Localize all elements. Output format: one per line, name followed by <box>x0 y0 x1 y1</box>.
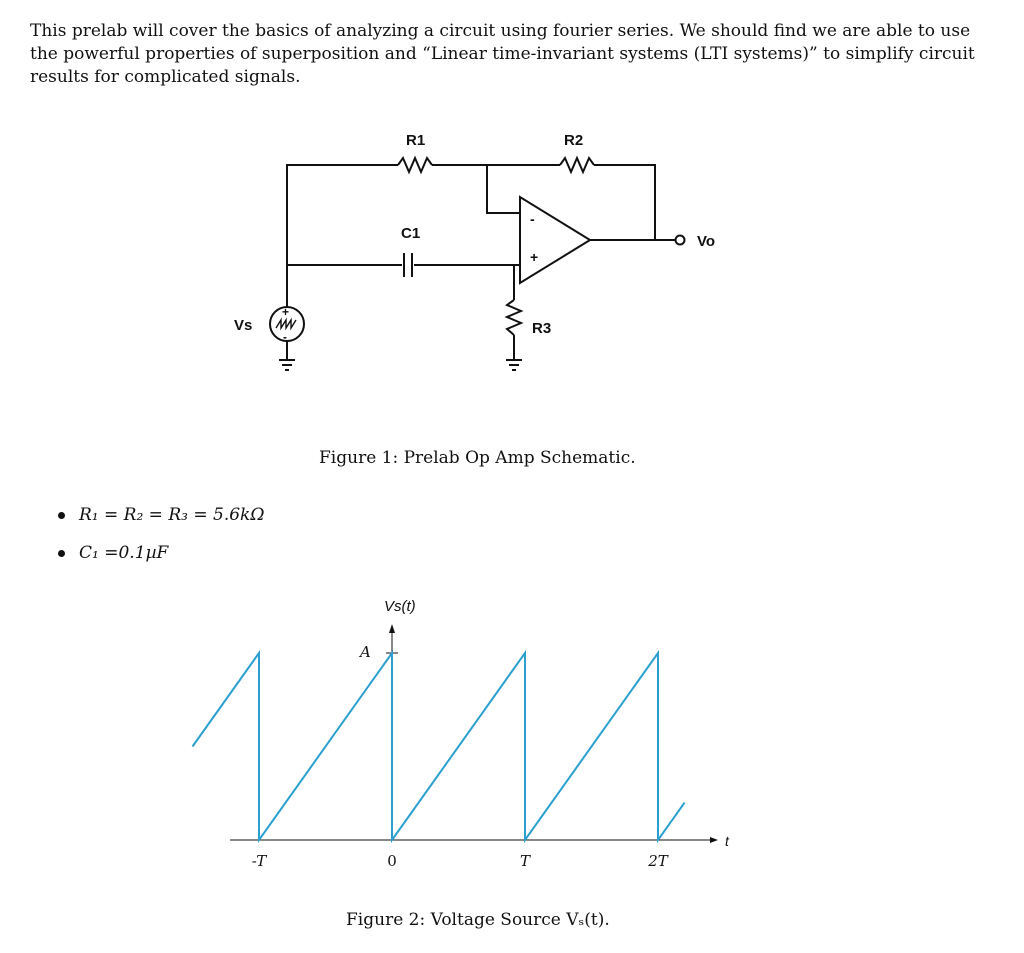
waveform-figure: -T 0 T 2T Vs(t) A t <box>191 598 730 870</box>
source-plus: + <box>282 305 289 319</box>
list-item: R₁ = R₂ = R₃ = 5.6kΩ <box>58 496 264 534</box>
output-terminal <box>674 234 686 246</box>
op-amp-minus: - <box>530 211 535 227</box>
x-axis-label: t <box>725 833 730 849</box>
source-minus: - <box>283 330 287 344</box>
bullet-icon <box>58 549 65 557</box>
y-axis-label: Vs(t) <box>384 598 416 615</box>
x-tick-label: 2T <box>647 852 669 870</box>
ground-symbol-source <box>279 359 295 371</box>
r1-resistor <box>397 155 433 175</box>
figure2-caption: Figure 2: Voltage Source Vₛ(t). <box>346 910 610 930</box>
bullet-icon <box>58 511 65 519</box>
x-axis-arrow <box>710 837 718 843</box>
y-axis-arrow <box>389 624 395 633</box>
x-tick-label: 0 <box>387 852 397 870</box>
c1-label: C1 <box>401 225 420 242</box>
component-values-list: R₁ = R₂ = R₃ = 5.6kΩ C₁ =0.1µF <box>58 496 264 572</box>
op-amp <box>519 195 592 285</box>
op-amp-plus: + <box>530 249 538 265</box>
r1-label: R1 <box>406 132 425 149</box>
intro-paragraph: This prelab will cover the basics of ana… <box>30 21 975 87</box>
sawtooth-source-icon <box>275 317 297 331</box>
r2-label: R2 <box>564 132 583 149</box>
amplitude-label: A <box>358 643 371 661</box>
vo-label: Vo <box>697 233 715 250</box>
list-item: C₁ =0.1µF <box>58 534 264 572</box>
figure1-caption: Figure 1: Prelab Op Amp Schematic. <box>319 448 636 468</box>
r2-resistor <box>559 155 595 175</box>
voltage-source-symbol <box>269 306 305 342</box>
wire-feedback <box>594 164 656 240</box>
r3-label: R3 <box>532 320 551 337</box>
sawtooth-series-line <box>191 649 686 844</box>
wire-inverting <box>486 165 520 214</box>
wire-left <box>286 164 398 309</box>
x-tick-label: -T <box>252 852 268 870</box>
ground-symbol-r3 <box>506 359 522 371</box>
x-tick-label: T <box>520 852 531 870</box>
r3-resistor <box>504 299 524 336</box>
vs-label: Vs <box>234 317 252 334</box>
